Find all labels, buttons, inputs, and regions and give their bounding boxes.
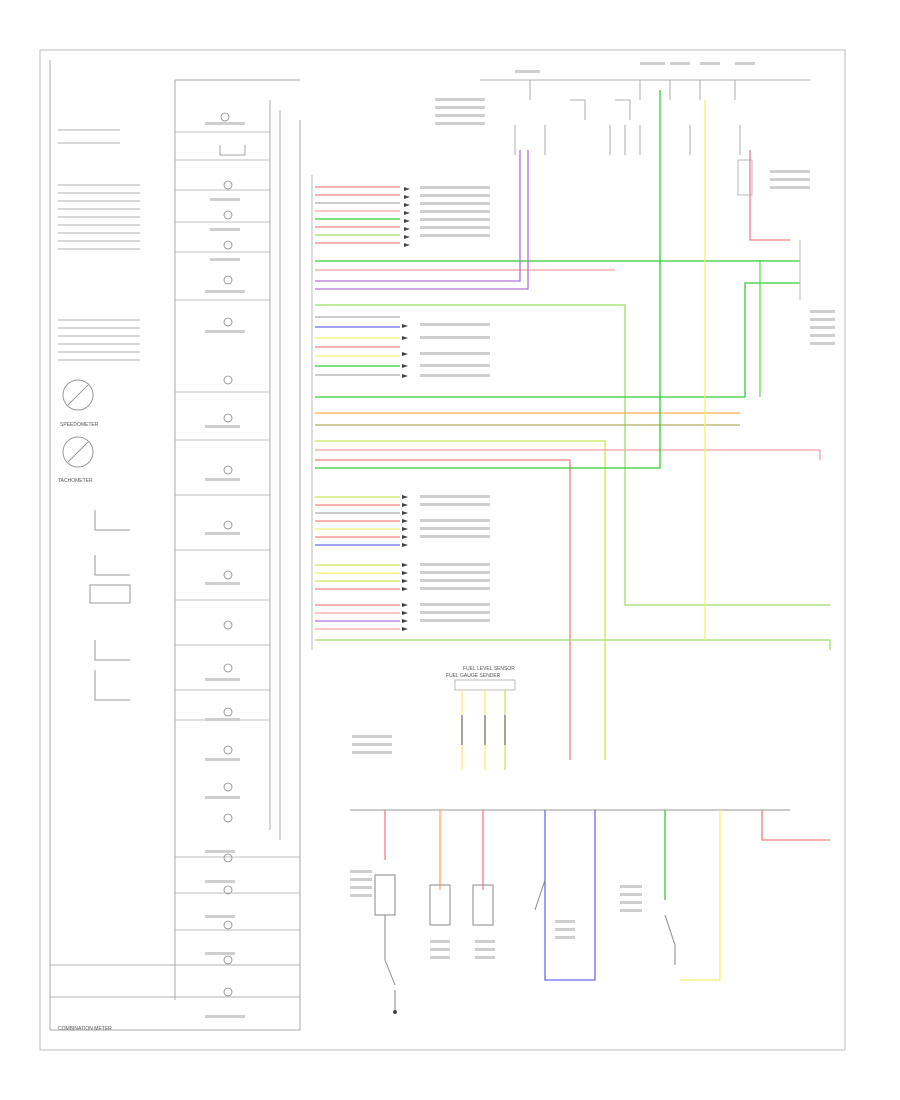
- speedometer-label: SPEEDOMETER: [60, 422, 99, 428]
- meter-connection-ticks: [175, 131, 300, 931]
- left-indicator-boxes: [89, 510, 131, 701]
- long-wires: [315, 90, 831, 760]
- speedometer-gauge: [62, 379, 94, 411]
- combination-meter-footer: COMBINATION METER: [58, 1026, 112, 1032]
- bottom-switches: [374, 874, 676, 1010]
- bottom-wires: [384, 810, 830, 981]
- system-arrow-group-lower: [315, 495, 408, 631]
- top-fuse-block: [480, 79, 810, 155]
- fuel-level-sensor: FUEL LEVEL SENSOR FUEL GAUGE SENDER: [446, 666, 516, 770]
- system-arrow-group-middle: [315, 316, 408, 378]
- red-feed-wire: [749, 150, 790, 241]
- meter-lamps: [219, 112, 246, 997]
- svg-text:FUEL LEVEL SENSOR: FUEL LEVEL SENSOR: [463, 666, 515, 672]
- tachometer-gauge: [62, 436, 94, 468]
- svg-text:FUEL GAUGE SENDER: FUEL GAUGE SENDER: [446, 673, 501, 679]
- left-pin-lines: [50, 129, 300, 998]
- tachometer-label: TACHOMETER: [58, 478, 93, 484]
- right-module: [737, 159, 801, 300]
- system-arrow-group-upper: [315, 186, 410, 247]
- combination-meter-block: [49, 60, 301, 1031]
- ground-symbol: [393, 1010, 397, 1014]
- text-placeholders: [205, 62, 835, 1018]
- diagram-frame: [39, 49, 846, 1051]
